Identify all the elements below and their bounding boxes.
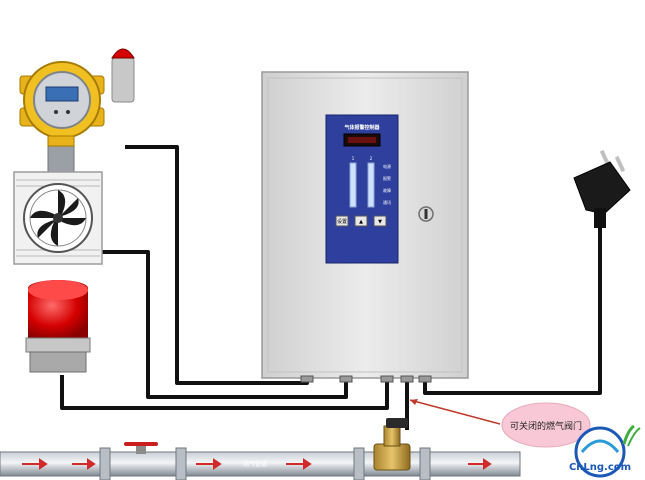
exhaust-fan bbox=[13, 171, 103, 265]
indicator-label-fault: 故障 bbox=[383, 187, 391, 193]
control-panel: 气体报警控制器 1 2 电源 报警 故障 通讯 设置 ▲ ▼ bbox=[325, 114, 399, 264]
flow-arrows bbox=[22, 458, 492, 470]
cable-power bbox=[423, 225, 602, 395]
panel-button-up[interactable]: ▲ bbox=[354, 215, 368, 227]
cable-alarm-light bbox=[60, 375, 389, 410]
alarm-light bbox=[25, 280, 91, 373]
logo-text: CnLng.com bbox=[569, 462, 631, 473]
pipeline-label: 燃气管道 bbox=[243, 460, 267, 468]
level-bar-2 bbox=[367, 162, 375, 208]
keyhole-lock bbox=[418, 206, 434, 222]
svg-text:▲: ▲ bbox=[359, 219, 363, 225]
bar-label-1: 1 bbox=[352, 156, 355, 161]
fan-blades bbox=[30, 190, 86, 246]
alarm-light-dome bbox=[28, 280, 88, 300]
cable-glands bbox=[300, 375, 432, 383]
panel-title: 气体报警控制器 bbox=[343, 124, 380, 131]
site-logo: CnLng.com bbox=[569, 424, 641, 478]
bar-label-2: 2 bbox=[370, 156, 373, 161]
cable-fan bbox=[92, 250, 348, 399]
manual-valve[interactable] bbox=[124, 442, 158, 454]
callout-text: 可关闭的燃气阀门 bbox=[510, 420, 582, 432]
callout-bubble bbox=[501, 402, 591, 448]
gas-pipeline: 燃气管道 bbox=[0, 418, 521, 480]
svg-text:▼: ▼ bbox=[378, 219, 382, 225]
solenoid-valve bbox=[373, 418, 411, 471]
panel-button-set[interactable]: 设置 bbox=[335, 215, 349, 227]
svg-text:设置: 设置 bbox=[337, 218, 347, 225]
indicator-label-alarm: 报警 bbox=[383, 175, 391, 181]
detector-display bbox=[45, 86, 79, 102]
panel-button-down[interactable]: ▼ bbox=[373, 215, 387, 227]
valve-callout: 可关闭的燃气阀门 bbox=[409, 399, 591, 448]
indicator-label-comm: 通讯 bbox=[383, 199, 391, 205]
power-plug bbox=[573, 149, 631, 228]
level-bar-1 bbox=[349, 162, 357, 208]
gas-detector bbox=[19, 61, 105, 177]
beacon-light bbox=[111, 48, 135, 103]
indicator-label-power: 电源 bbox=[383, 163, 391, 169]
controller-cabinet: 气体报警控制器 1 2 电源 报警 故障 通讯 设置 ▲ ▼ bbox=[261, 71, 469, 383]
